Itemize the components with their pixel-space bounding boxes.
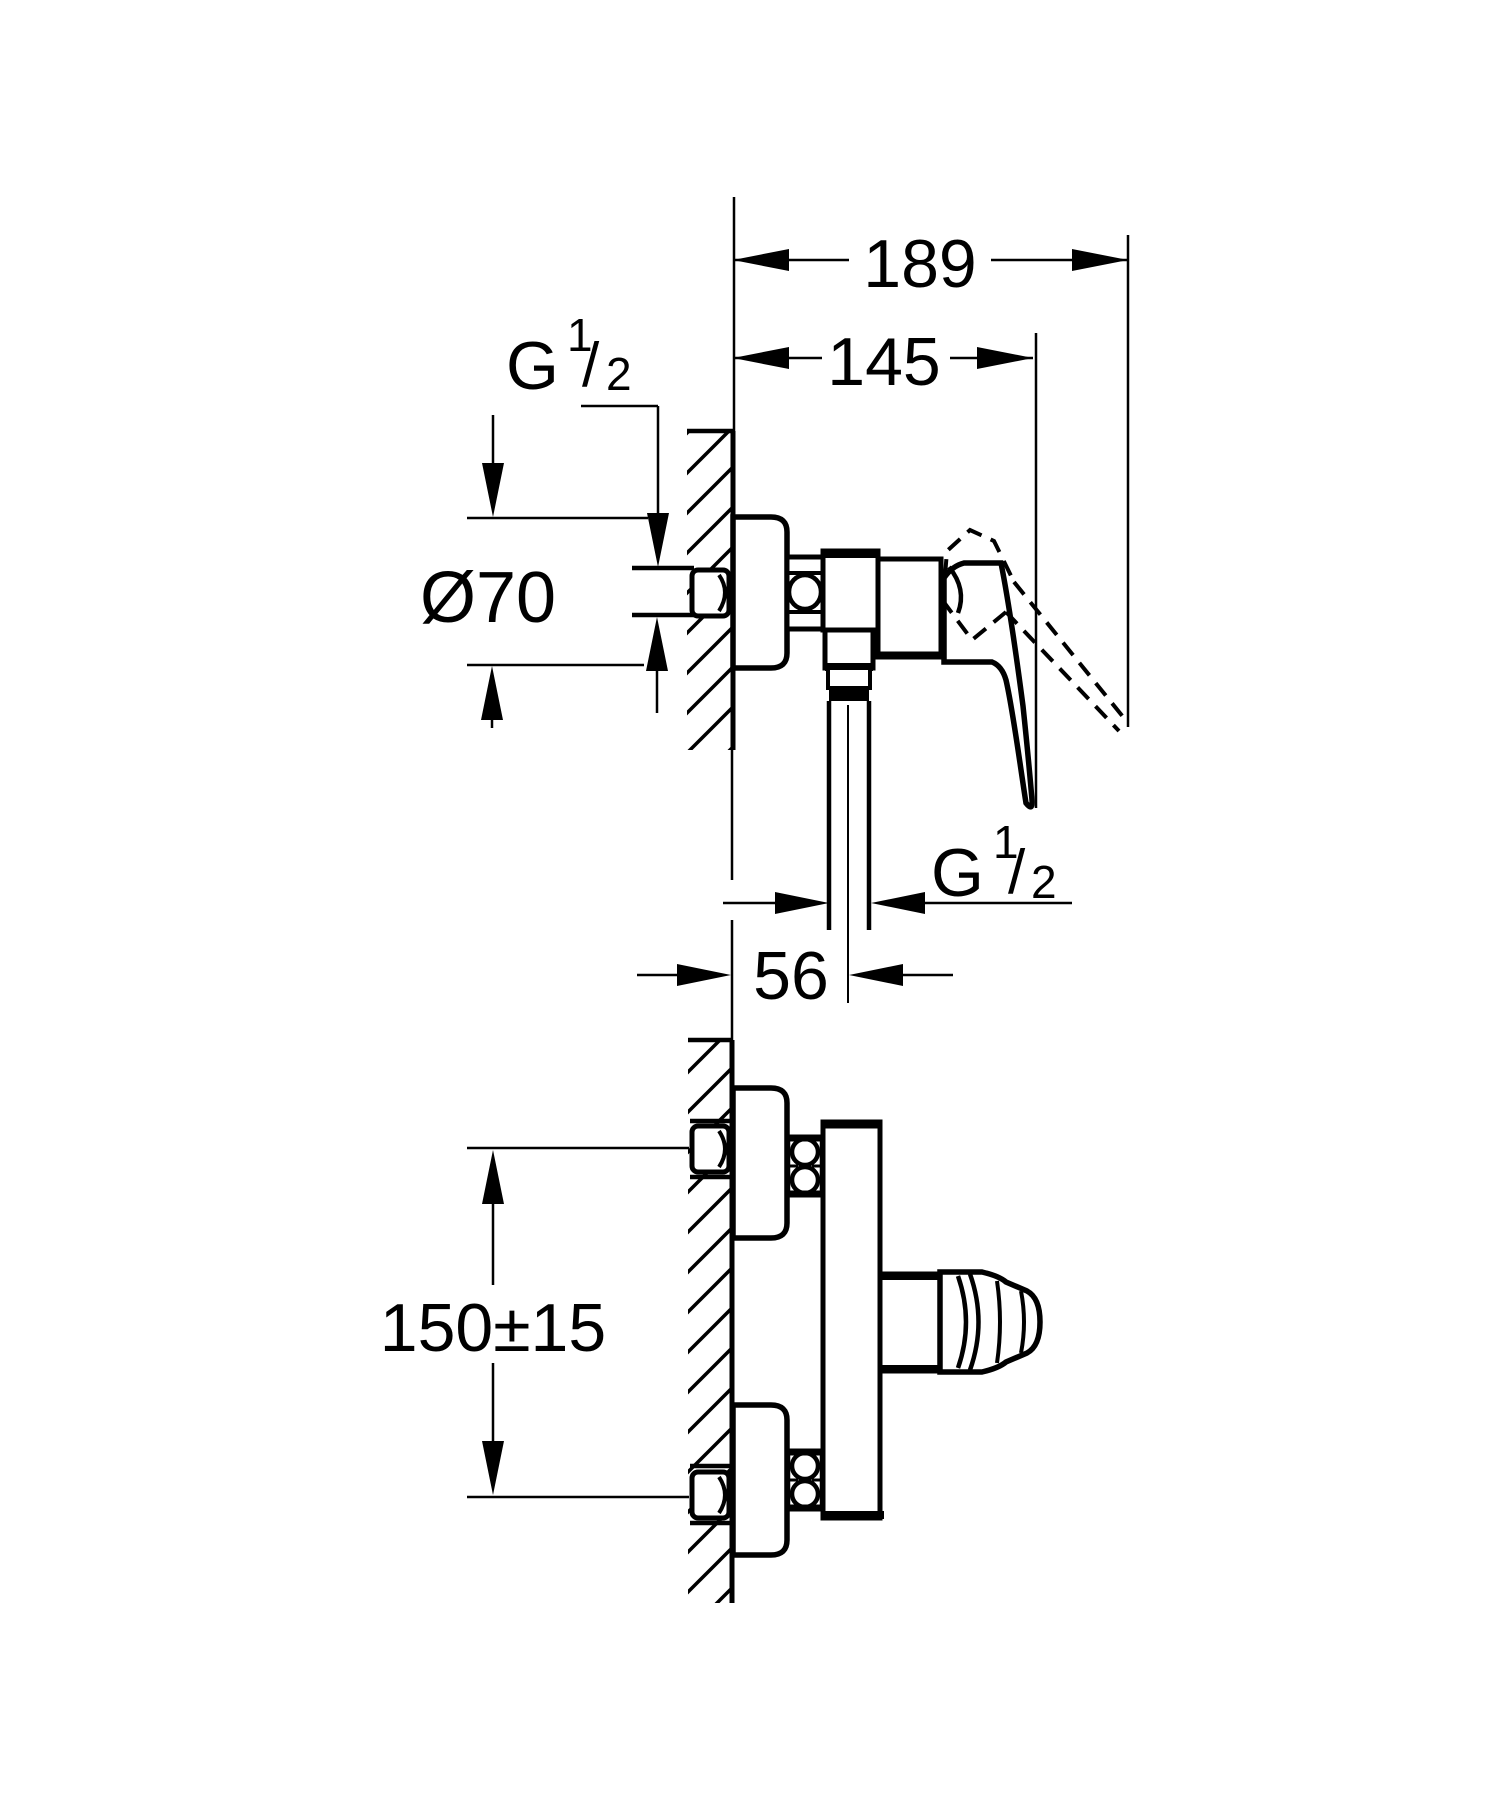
- lower-nut-chamfer: [717, 1475, 727, 1515]
- thread-arrow-up: [646, 617, 668, 671]
- supply-square-nut-side: [689, 567, 732, 619]
- diameter-70-dimension: Ø70: [420, 415, 556, 728]
- lower-escutcheon: [730, 1402, 790, 1558]
- extension-diameter-70: [467, 516, 648, 667]
- handle-tip-line: [1019, 1290, 1026, 1354]
- thread-denominator-bottom: 2: [1031, 856, 1057, 908]
- handle-lever-side: [941, 560, 1035, 810]
- handle-open-lever-upper-dashed: [1012, 580, 1130, 725]
- dia70-arrow-bottom: [481, 666, 503, 720]
- dia70-arrow-top: [482, 463, 504, 517]
- upper-nut-chamfer: [717, 1129, 727, 1169]
- thread-letter-top: G: [506, 328, 559, 404]
- outlet-lower-step: [826, 666, 872, 690]
- dimension-label-189: 189: [863, 226, 976, 302]
- thread-arrow-down: [647, 513, 669, 567]
- side-view: [632, 428, 1130, 1003]
- mixer-body-front: [820, 1119, 883, 1521]
- dimension-annotations: 189 145 G 1 / 2 Ø70 G 1 /: [380, 197, 1130, 1499]
- cartridge-housing-front: [877, 1271, 943, 1374]
- thread-label-top: G 1 / 2: [506, 309, 669, 713]
- dim150-arrow-down: [482, 1441, 504, 1495]
- dim150-arrow-up: [482, 1150, 504, 1204]
- lower-square-nut: [689, 1469, 732, 1521]
- union-nut-side: [784, 554, 826, 632]
- thread-numerator-top: 1: [567, 309, 593, 361]
- cartridge-housing-edges: [878, 1272, 941, 1373]
- thread-leader-top: [581, 404, 660, 514]
- outlet-pipe: [826, 701, 872, 930]
- dimension-label-145: 145: [827, 324, 940, 400]
- dimension-label-diameter: Ø70: [420, 558, 556, 638]
- valve-body-collar: [820, 548, 881, 633]
- upper-union-nut: [785, 1134, 825, 1198]
- handle-body-line: [995, 1280, 1002, 1364]
- arrow-189-left: [733, 249, 789, 271]
- handle-rim-arc-1: [955, 1275, 969, 1369]
- outlet-thread-arrow-right: [871, 892, 925, 914]
- dim56-arrow-left: [677, 964, 731, 986]
- thread-letter-bottom: G: [931, 835, 984, 911]
- front-view: [688, 1037, 1043, 1603]
- handle-cap-arc: [947, 565, 964, 614]
- arrow-145-left: [733, 347, 789, 369]
- dimension-label-56: 56: [753, 938, 829, 1014]
- upper-square-nut: [689, 1123, 732, 1175]
- handle-rim-arc-2: [967, 1273, 981, 1371]
- upper-escutcheon: [730, 1085, 790, 1241]
- thread-slash-top: /: [582, 331, 600, 400]
- outlet-upper-step: [822, 627, 876, 671]
- thread-slash-bottom: /: [1008, 838, 1026, 907]
- thread-denominator-top: 2: [606, 348, 632, 400]
- supply-nut-chamfer-side: [717, 573, 727, 613]
- lower-nipple-lines: [690, 1463, 733, 1526]
- valve-body-tube: [875, 556, 944, 660]
- outlet-ring: [829, 688, 869, 701]
- dimension-label-150: 150±15: [380, 1290, 606, 1366]
- lower-union-nut: [785, 1448, 825, 1512]
- handle-open-cap-bottom-dashed: [941, 599, 1008, 643]
- offset-56-dimension: 56: [637, 938, 953, 1014]
- outlet-thread-arrow-left: [775, 892, 829, 914]
- supply-pipe-stub: [632, 565, 694, 618]
- handle-open-lever-lower-dashed: [1004, 610, 1121, 733]
- arrow-189-right: [1072, 249, 1128, 271]
- thread-numerator-bottom: 1: [993, 816, 1019, 868]
- arrow-145-right: [977, 347, 1033, 369]
- thread-label-bottom: G 1 / 2: [723, 816, 1072, 914]
- handle-open-cap-dashed: [941, 527, 1016, 602]
- extension-150: [467, 1146, 689, 1499]
- upper-nipple-lines: [690, 1118, 733, 1180]
- connection-distance-dimension: 150±15: [380, 1150, 606, 1495]
- dim56-arrow-right: [849, 964, 903, 986]
- escutcheon-side-view: [730, 514, 790, 671]
